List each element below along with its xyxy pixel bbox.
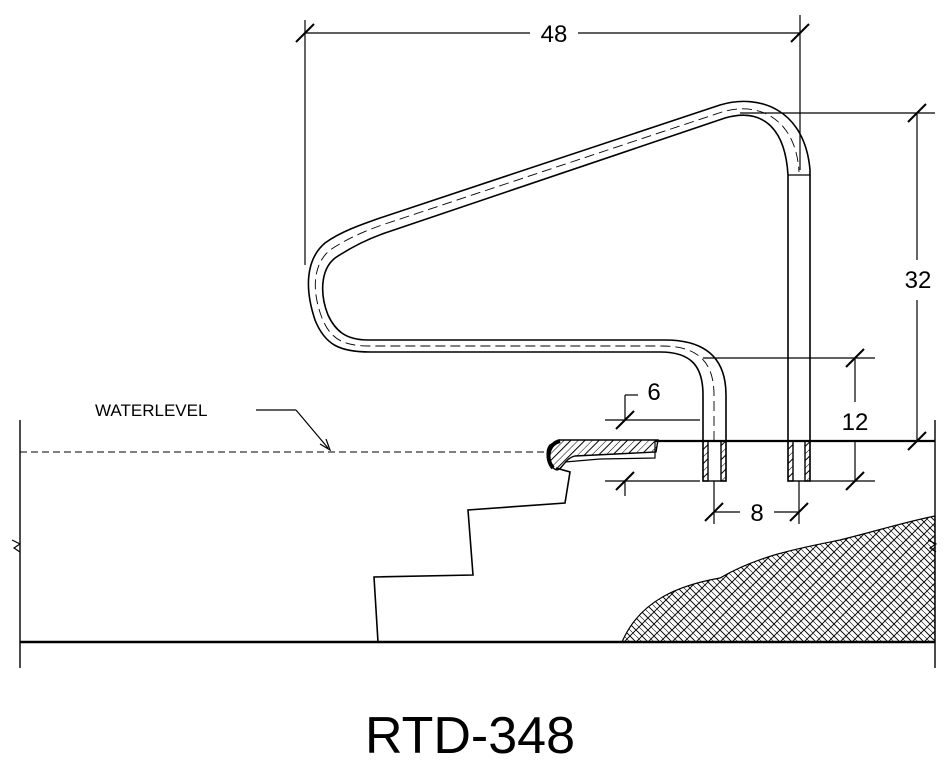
- dimension-12-label: 12: [842, 409, 869, 436]
- pool-steps: [373, 467, 571, 643]
- dimension-32: [740, 103, 935, 451]
- waterlevel-leader: [256, 409, 332, 452]
- dimension-32-label: 32: [905, 267, 932, 294]
- dimension-8-label: 8: [750, 500, 763, 527]
- dimension-8: [704, 481, 809, 524]
- waterlevel-label: WATERLEVEL: [95, 401, 207, 420]
- dimension-12: [703, 348, 875, 491]
- dimension-48-label: 48: [541, 21, 568, 48]
- dimension-6-label: 6: [647, 379, 660, 406]
- left-break-mark: [11, 539, 22, 553]
- bullnose-coping: [546, 439, 659, 471]
- handrail-inner-line: [321, 114, 789, 441]
- handrail-tube: [307, 100, 811, 441]
- dimension-48: [295, 15, 810, 265]
- dimension-6: [605, 394, 700, 496]
- drawing-title: RTD-348: [365, 707, 575, 765]
- anchor-sockets: [702, 440, 811, 482]
- handrail-centerline: [314, 108, 800, 441]
- handrail-outer-line: [307, 100, 811, 441]
- soil-hatch: [621, 515, 936, 643]
